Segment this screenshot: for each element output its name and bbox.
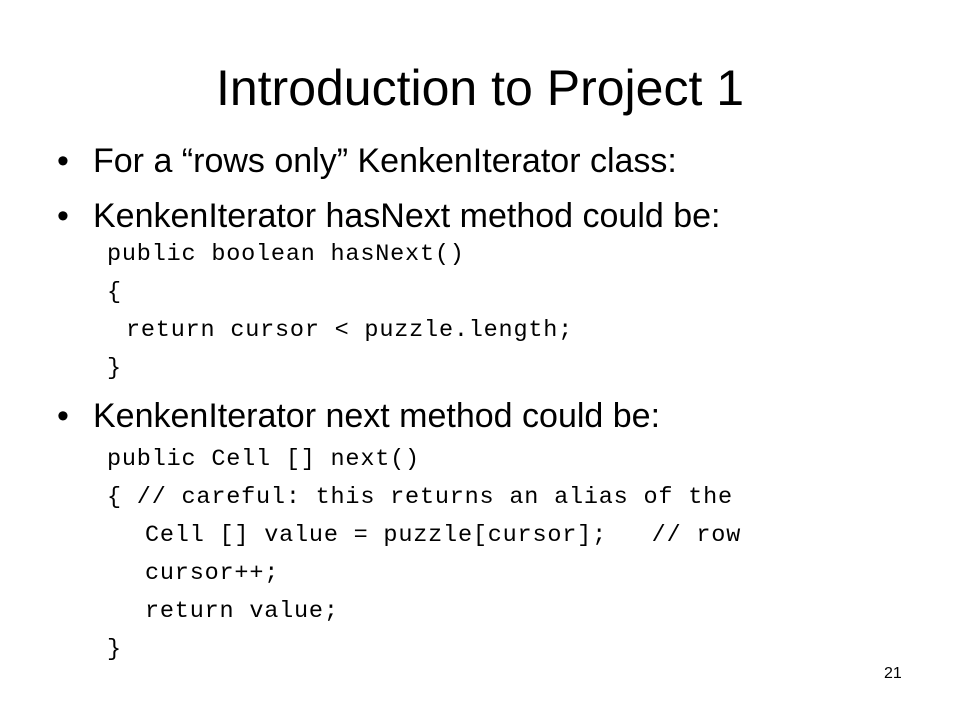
code-line-close-brace: } [107,355,122,382]
slide-title: Introduction to Project 1 [215,60,745,116]
bullet-marker: • [57,197,69,235]
bullet-marker: • [57,142,69,180]
code-line-next-signature: public Cell [] next() [107,446,420,473]
code-line-hasnext-signature: public boolean hasNext() [107,241,465,268]
code-line-return-value: return value; [145,598,339,625]
code-line-open-brace: { [107,279,122,306]
bullet-marker: • [57,397,69,435]
code-line-return-cursor: return cursor < puzzle.length; [126,317,574,344]
bullet-text: For a “rows only” KenkenIterator class: [93,142,677,180]
code-line-close-brace: } [107,636,122,663]
bullet-text: KenkenIterator next method could be: [93,397,661,435]
bullet-next: • KenkenIterator next method could be: [57,396,660,436]
bullet-rows-only: • For a “rows only” KenkenIterator class: [57,141,677,181]
code-line-cursor-increment: cursor++; [145,560,280,587]
bullet-text: KenkenIterator hasNext method could be: [93,197,721,235]
page-number: 21 [884,665,902,682]
code-line-comment-alias: { // careful: this returns an alias of t… [107,484,733,511]
bullet-hasnext: • KenkenIterator hasNext method could be: [57,196,721,236]
code-line-value-assignment: Cell [] value = puzzle[cursor]; // row [145,522,742,549]
